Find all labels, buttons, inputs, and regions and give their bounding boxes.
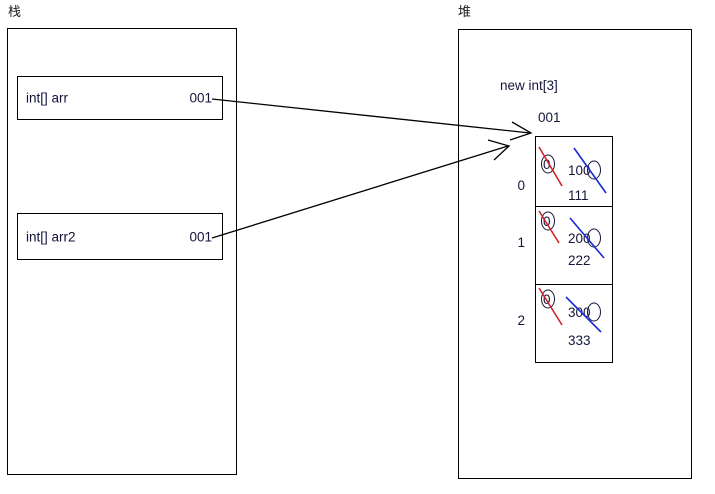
stack-variable-arr2-type: int[] arr2 [26,229,76,244]
array-cell-0-old-value: 0 [543,157,551,172]
array-cell-1-old-value: 0 [543,214,551,229]
array-index-1: 1 [517,235,525,250]
array-cell-1-new-value: 222 [568,253,591,268]
array-cell-0-new-value: 111 [568,188,589,203]
stack-variable-arr2-address: 001 [189,229,212,244]
stack-variable-arr-address: 001 [189,90,212,106]
array-cell-2-mid-value: 300 [568,305,591,320]
array-cell-1-mid-value: 200 [568,231,591,246]
stack-variable-arr-type: int[] arr [26,90,69,106]
stack-variable-arr2: int[] arr2 001 [17,213,223,260]
heap-box [458,29,692,479]
stack-variable-arr: int[] arr 001 [17,76,223,120]
array-cell-separator-1 [536,206,612,207]
stack-box [7,28,237,475]
stack-label: 栈 [8,4,22,19]
heap-label: 堆 [458,4,472,19]
array-cell-0-mid-value: 100 [568,163,591,178]
heap-allocation-label: new int[3] [500,78,558,93]
heap-address-label: 001 [538,110,561,125]
heap-array-box [535,136,613,363]
array-index-0: 0 [517,178,525,193]
array-cell-2-new-value: 333 [568,333,591,348]
array-index-2: 2 [517,313,525,328]
array-cell-2-old-value: 0 [543,292,551,307]
array-cell-separator-2 [536,284,612,285]
